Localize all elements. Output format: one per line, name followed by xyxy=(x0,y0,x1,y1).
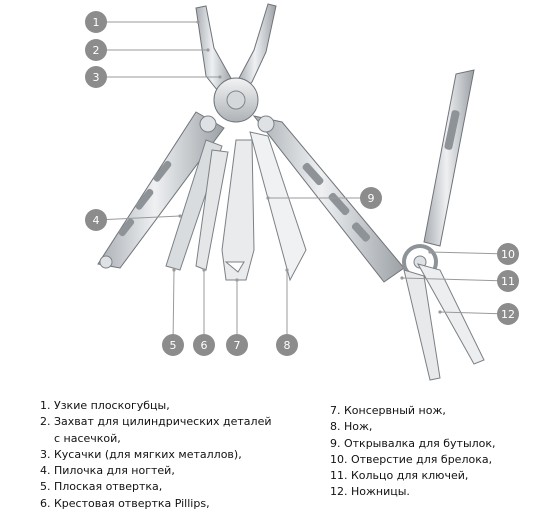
callout-anchor-dot xyxy=(172,268,176,272)
callout-number: 1 xyxy=(93,16,100,29)
callout-circle xyxy=(162,334,184,356)
callout-anchor-dot xyxy=(196,20,200,24)
callout-4: 4 xyxy=(85,209,182,231)
callout-number: 3 xyxy=(93,71,100,84)
callout-11: 11 xyxy=(400,270,519,292)
legend-item-8: 8. Нож, xyxy=(330,420,373,434)
callout-6: 6 xyxy=(193,268,215,356)
scissors-blade-2 xyxy=(416,263,485,365)
callout-anchor-dot xyxy=(438,310,442,314)
legend-item-4: 4. Пилочка для ногтей, xyxy=(40,464,175,478)
callout-7: 7 xyxy=(226,278,248,356)
callout-circle xyxy=(193,334,215,356)
callout-anchor-dot xyxy=(266,196,270,200)
callout-circle xyxy=(360,187,382,209)
multitool-illustration xyxy=(97,3,485,381)
callout-number: 4 xyxy=(93,214,100,227)
legend-item-11: 11. Кольцо для ключей, xyxy=(330,469,469,483)
legend-item-9: 9. Открывалка для бутылок, xyxy=(330,436,496,450)
legend-left-column: 1. Узкие плоскогубцы, 2. Захват для цили… xyxy=(40,398,310,512)
callout-3: 3 xyxy=(85,66,222,88)
callout-10: 10 xyxy=(428,243,519,265)
callout-leader-line xyxy=(401,277,509,282)
callout-anchor-dot xyxy=(202,268,206,272)
callout-anchor-dot xyxy=(400,276,404,280)
callout-number: 7 xyxy=(234,339,241,352)
callout-circle xyxy=(85,11,107,33)
callout-number: 10 xyxy=(501,248,515,261)
legend-item-7: 7. Консервный нож, xyxy=(330,404,446,417)
callout-number: 5 xyxy=(170,339,177,352)
legend-right-column: 7. Консервный нож, 8. Нож, 9. Открывалка… xyxy=(330,403,555,501)
callout-number: 2 xyxy=(93,44,100,57)
callout-number: 6 xyxy=(201,339,208,352)
callout-anchor-dot xyxy=(206,48,210,52)
legend-item-2-cont: с насечкой, xyxy=(40,431,121,445)
callout-leader-line xyxy=(429,251,509,255)
nail-file xyxy=(165,139,223,271)
callout-5: 5 xyxy=(162,268,184,356)
callout-number: 9 xyxy=(368,192,375,205)
callout-leader-line xyxy=(172,269,175,346)
callout-12: 12 xyxy=(438,303,519,325)
callout-anchor-dot xyxy=(285,268,289,272)
callout-8: 8 xyxy=(276,268,298,356)
scissors-blade-1 xyxy=(403,269,441,381)
scissors-arm xyxy=(423,69,475,247)
callout-anchor-dot xyxy=(178,214,182,218)
callout-circle xyxy=(85,39,107,61)
callout-circle xyxy=(497,270,519,292)
legend-item-1: 1. Узкие плоскогубцы, xyxy=(40,399,170,412)
callout-circle xyxy=(497,303,519,325)
callout-1: 1 xyxy=(85,11,200,33)
callout-circle xyxy=(85,66,107,88)
callout-number: 8 xyxy=(284,339,291,352)
legend-item-2: 2. Захват для цилиндрических деталей xyxy=(40,415,272,429)
flat-screwdriver xyxy=(195,149,229,271)
callout-leader-line xyxy=(439,311,509,315)
callout-circle xyxy=(497,243,519,265)
callout-9: 9 xyxy=(266,187,382,209)
legend-item-12: 12. Ножницы. xyxy=(330,485,410,499)
callout-2: 2 xyxy=(85,39,210,61)
knife-blade xyxy=(249,131,307,282)
callout-leader-line xyxy=(95,215,181,221)
callout-anchor-dot xyxy=(428,250,432,254)
legend-item-10: 10. Отверстие для брелока, xyxy=(330,452,493,466)
callout-circle xyxy=(85,209,107,231)
callout-circle xyxy=(276,334,298,356)
legend-item-3: 3. Кусачки (для мягких металлов), xyxy=(40,447,242,461)
callout-anchor-dot xyxy=(235,278,239,282)
callout-number: 11 xyxy=(501,275,515,288)
legend-item-5: 5. Плоская отвертка, xyxy=(40,480,163,494)
callout-number: 12 xyxy=(501,308,515,321)
callout-circle xyxy=(226,334,248,356)
callout-anchor-dot xyxy=(218,75,222,79)
